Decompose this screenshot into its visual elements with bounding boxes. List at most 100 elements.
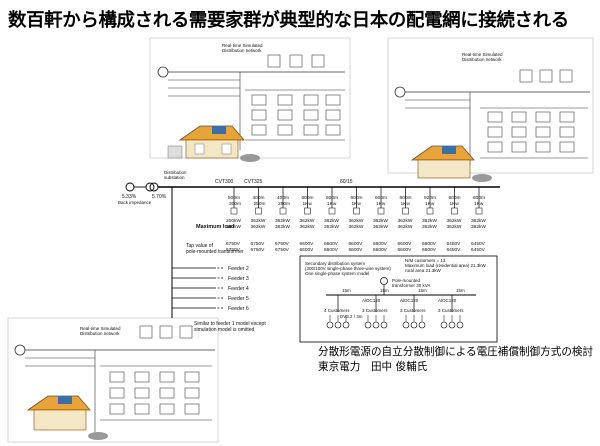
- line-type-label: 1Kw: [474, 201, 484, 207]
- tap-label-2: pole-mounted transformer: [186, 249, 244, 255]
- load-label: 362kW: [422, 224, 437, 230]
- svg-text:60/15: 60/15: [340, 179, 353, 185]
- span-label: 15m: [342, 288, 351, 293]
- tap-label: 6600V: [300, 247, 315, 253]
- inset-top-right: Real-time Simulated Distribution network: [387, 37, 594, 182]
- line-type-label: 300m: [229, 201, 241, 207]
- load-label: 362kW: [251, 224, 266, 230]
- max-load-label: Maximum load: [196, 224, 234, 230]
- line-type-label: 250m: [278, 201, 290, 207]
- tap-label: 6750V: [251, 241, 266, 247]
- distance-label: 500m: [228, 195, 240, 201]
- distance-label: 400m: [277, 195, 289, 201]
- tap-label: 6600V: [349, 247, 364, 253]
- cable-label: AlOC120: [400, 298, 419, 303]
- line-type-label: 1Kw: [303, 201, 313, 207]
- inset-rt-label: Real-time Simulated: [222, 43, 263, 48]
- distance-label: 600m: [351, 195, 363, 201]
- car-icon: [472, 174, 492, 182]
- distance-label: 600m: [400, 195, 412, 201]
- feeder-note-2: simulation model is omitted: [194, 327, 255, 333]
- caption: 分散形電源の自立分散制御による電圧補償制御方式の検討 東京電力 田中 俊輔氏: [318, 345, 593, 375]
- tap-label: 6750V: [226, 241, 241, 247]
- pole-transformer: [475, 207, 483, 215]
- load-label: 362kW: [422, 218, 437, 224]
- line-type-label: 1Kw: [327, 201, 337, 207]
- pole-transformer: [353, 207, 360, 215]
- tap-label: 6450V: [447, 247, 462, 253]
- customer-group-label: 3 Customers: [438, 308, 464, 313]
- distance-label: 600m: [326, 195, 338, 201]
- line-type-label: 1Kw: [425, 201, 435, 207]
- line-type-label: 1Kw: [352, 201, 362, 207]
- tap-label: 6600V: [349, 241, 364, 247]
- svg-text:Real-time Simulated: Real-time Simulated: [462, 52, 503, 57]
- load-label: 362kW: [300, 218, 315, 224]
- tap-label: 6750V: [226, 247, 241, 253]
- svg-text:Real-time Simulated: Real-time Simulated: [80, 326, 121, 331]
- tap-label-1: Tap value of: [186, 243, 214, 249]
- pole-transformer: [230, 207, 238, 215]
- pole-transformer: [426, 207, 434, 215]
- feeder-label: Feeder 6: [228, 306, 249, 312]
- svg-text:Pole-mounted: Pole-mounted: [392, 278, 421, 283]
- load-label: 190kW: [226, 224, 241, 230]
- customer-group-label: 3 Customers: [362, 308, 388, 313]
- distance-label: 600m: [449, 195, 461, 201]
- load-label: 362kW: [324, 218, 339, 224]
- car-icon: [240, 154, 260, 162]
- line-type-label: 250m: [254, 201, 266, 207]
- tap-label: 6600V: [398, 241, 413, 247]
- load-label: 362kW: [471, 224, 486, 230]
- tap-label: 6600V: [422, 241, 437, 247]
- svg-text:rural area 21.3kW: rural area 21.3kW: [405, 268, 442, 273]
- line-type-label: 1Kw: [376, 201, 386, 207]
- cable-label: AlOC120: [362, 298, 381, 303]
- inset-top-left: Real-time Simulated Distribution network: [149, 37, 351, 162]
- load-label: 362kW: [471, 218, 486, 224]
- tap-label: 6600V: [373, 247, 388, 253]
- svg-text:(200/100V single-phase three-w: (200/100V single-phase three-wire system…: [305, 266, 391, 271]
- feeder-label: Feeder 2: [228, 266, 249, 272]
- back-imp-label: Back impedance: [118, 200, 152, 205]
- load-label: 362kW: [251, 218, 266, 224]
- tap-label: 6600V: [422, 247, 437, 253]
- feeder-label: Feeder 5: [228, 296, 249, 302]
- pole-transformer: [451, 207, 458, 215]
- tap-label: 6600V: [324, 247, 339, 253]
- substation-label: Distribution: [164, 170, 187, 175]
- tap-label: 6600V: [300, 241, 315, 247]
- tap-label: 6600V: [373, 241, 388, 247]
- car-icon: [88, 432, 108, 440]
- caption-line-2: 東京電力 田中 俊輔氏: [318, 361, 428, 373]
- distance-label: 920m: [424, 195, 436, 201]
- feeder-label: Feeder 4: [228, 286, 249, 292]
- svg-text:CVT300: CVT300: [215, 179, 234, 185]
- load-label: 200kW: [226, 218, 241, 224]
- load-label: 362kW: [300, 224, 315, 230]
- svg-text:Maximum load (residential area: Maximum load (residential area) 21.3kW: [405, 263, 487, 268]
- span-label: 15m: [456, 288, 465, 293]
- pole-transformer: [279, 207, 287, 215]
- load-label: 362kW: [447, 224, 462, 230]
- tap-label: 6600V: [398, 247, 413, 253]
- load-label: 362kW: [373, 224, 388, 230]
- cable-label: AlOC120: [438, 298, 457, 303]
- tap-label: 6750V: [275, 241, 290, 247]
- feeder-note-1: Similar to feeder 1 model except: [194, 321, 266, 327]
- customer-group-label: 3 Customers: [400, 308, 426, 313]
- svg-text:Secondary distribution system: Secondary distribution system: [305, 261, 365, 266]
- pole-transformer: [255, 207, 262, 215]
- load-label: 362kW: [275, 218, 290, 224]
- pole-columns: 500m300m200kW190kW6750V6750V400m250m362k…: [226, 187, 486, 253]
- span-label: 15m: [380, 288, 389, 293]
- line-type-label: 1Kw: [401, 201, 411, 207]
- customer-group-label: 4 Customers: [324, 308, 350, 313]
- main-diagram: 5.33% Back impedance 5.70% Distribution …: [118, 170, 500, 333]
- load-label: 362kW: [324, 224, 339, 230]
- svg-text:Distribution network: Distribution network: [462, 57, 502, 62]
- transformer-icon: [380, 277, 388, 285]
- svg-text:Distribution network: Distribution network: [80, 331, 120, 336]
